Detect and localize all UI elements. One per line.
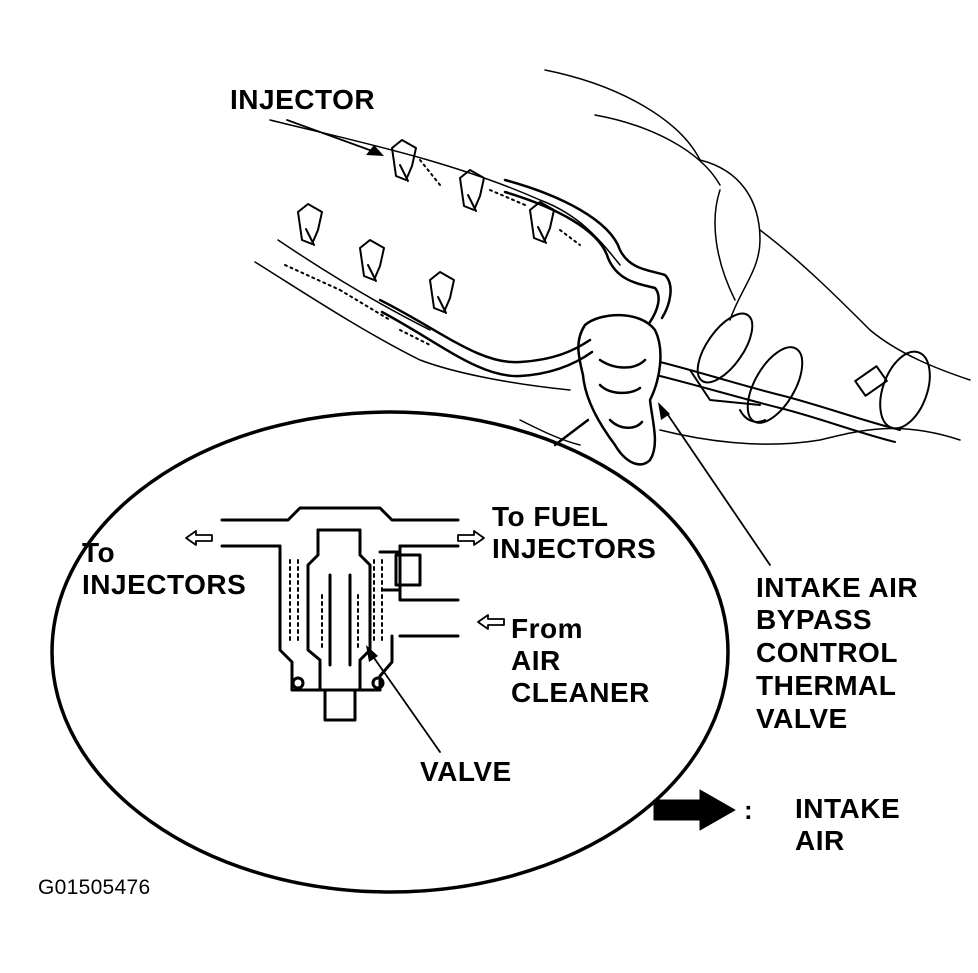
from-air-cleaner-label-line3: CLEANER [511, 677, 650, 708]
valve-label: VALVE [420, 756, 512, 787]
thermal-valve-icon [577, 313, 662, 466]
intake-air-arrow-icon [653, 789, 736, 831]
intake-bypass-label-line5: VALVE [756, 703, 848, 734]
flow-arrow-icon [185, 530, 505, 630]
injector-stipple [284, 159, 581, 346]
to-fuel-injectors-label-line2: INJECTORS [492, 533, 657, 564]
fuel-rail [378, 178, 672, 378]
valve-spring [289, 559, 383, 651]
arrow-icon [658, 402, 670, 420]
to-injectors-label-line1: To [82, 537, 116, 568]
legend-intake-air-line1: INTAKE [795, 793, 901, 824]
bypass-hose [659, 312, 931, 443]
to-fuel-injectors-label-line1: To FUEL [492, 501, 609, 532]
detail-connector [553, 418, 590, 447]
legend-intake-air-line2: AIR [795, 825, 845, 856]
to-injectors-label-line2: INJECTORS [82, 569, 247, 600]
from-air-cleaner-label-line2: AIR [511, 645, 561, 676]
intake-bypass-label-line1: INTAKE AIR [756, 572, 919, 603]
injector-label: INJECTOR [230, 84, 376, 115]
intake-bypass-label-line2: BYPASS [756, 604, 873, 635]
legend-separator: : [744, 795, 754, 825]
intake-bypass-label-line3: CONTROL [756, 637, 898, 668]
figure-code: G01505476 [38, 876, 151, 899]
arrow-icon [366, 145, 384, 156]
valve-cross-section [220, 506, 460, 722]
from-air-cleaner-label-line1: From [511, 613, 583, 644]
intake-bypass-label-line4: THERMAL [756, 670, 897, 701]
injector-icon [297, 139, 555, 314]
detail-ellipse [50, 410, 730, 894]
